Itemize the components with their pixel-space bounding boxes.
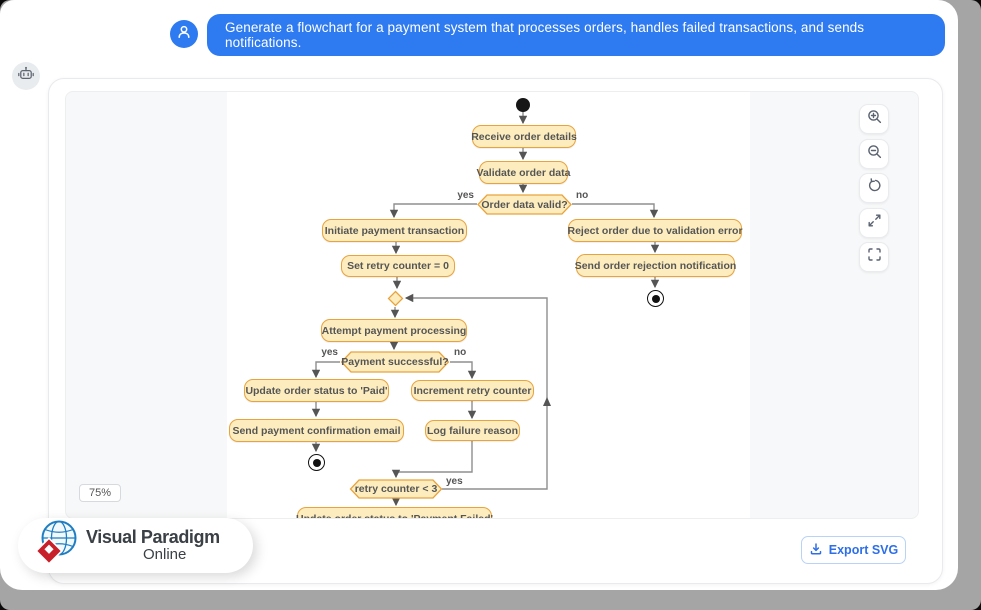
export-svg-label: Export SVG xyxy=(828,543,899,557)
end-node-paid xyxy=(308,454,325,471)
app-window: Generate a flowchart for a payment syste… xyxy=(0,0,958,590)
flow-node-attempt-payment: Attempt payment processing xyxy=(321,319,467,342)
user-message-text: Generate a flowchart for a payment syste… xyxy=(225,20,865,50)
expand-icon xyxy=(867,213,882,233)
edge-label-success-no: no xyxy=(454,347,467,358)
diagram-panel: Receive order details Validate order dat… xyxy=(48,78,943,584)
flow-node-send-confirmation: Send payment confirmation email xyxy=(229,419,404,442)
edge-label-valid-no: no xyxy=(576,190,589,201)
flow-decision-order-valid: Order data valid? xyxy=(477,194,572,215)
flow-node-send-rejection: Send order rejection notification xyxy=(575,254,736,277)
edge-label-success-yes: yes xyxy=(321,347,338,358)
edge-label-retry-yes: yes xyxy=(446,476,463,487)
edge-label-valid-yes: yes xyxy=(457,190,474,201)
start-node xyxy=(516,98,530,112)
flow-node-update-paid: Update order status to 'Paid' xyxy=(244,379,389,402)
canvas-controls xyxy=(859,104,889,277)
flow-merge-node xyxy=(387,290,404,307)
flow-node-initiate-payment: Initiate payment transaction xyxy=(322,219,467,242)
flow-node-increment-retry: Increment retry counter xyxy=(411,380,534,401)
visual-paradigm-logo-icon xyxy=(35,519,80,572)
flow-node-update-payment-failed: Update order status to 'Payment Failed' xyxy=(296,507,493,518)
brand-subname: Online xyxy=(143,546,187,564)
flow-node-log-failure: Log failure reason xyxy=(425,420,520,441)
zoom-level-badge: 75% xyxy=(79,484,122,502)
flow-node-set-retry-counter: Set retry counter = 0 xyxy=(341,255,455,277)
user-avatar xyxy=(170,20,198,48)
user-icon xyxy=(176,24,192,45)
reset-view-icon xyxy=(867,178,882,198)
end-node-rejection xyxy=(647,290,664,307)
brand-logo: Visual Paradigm Online xyxy=(18,518,253,573)
export-svg-button[interactable]: Export SVG xyxy=(801,536,906,564)
reset-view-button[interactable] xyxy=(859,173,889,203)
flow-node-reject-order: Reject order due to validation error xyxy=(567,219,743,242)
zoom-in-icon xyxy=(867,109,882,129)
bot-avatar xyxy=(12,62,40,90)
flow-decision-payment-successful: Payment successful? xyxy=(340,351,450,373)
fit-screen-icon xyxy=(867,247,882,267)
brand-text: Visual Paradigm Online xyxy=(86,528,220,563)
download-icon xyxy=(809,542,823,559)
expand-button[interactable] xyxy=(859,207,889,238)
flow-edges xyxy=(311,112,660,507)
user-message-bubble: Generate a flowchart for a payment syste… xyxy=(207,14,945,56)
diagram-canvas[interactable]: Receive order details Validate order dat… xyxy=(65,91,919,519)
zoom-out-button[interactable] xyxy=(859,138,889,169)
flow-decision-retry-counter: retry counter < 3 xyxy=(349,479,443,499)
flow-node-validate-order: Validate order data xyxy=(477,161,570,184)
brand-name: Visual Paradigm xyxy=(86,527,220,548)
flow-node-receive-order: Receive order details xyxy=(471,125,577,148)
zoom-in-button[interactable] xyxy=(859,104,889,134)
robot-icon xyxy=(17,65,35,88)
zoom-out-icon xyxy=(867,144,882,164)
fit-screen-button[interactable] xyxy=(859,242,889,272)
